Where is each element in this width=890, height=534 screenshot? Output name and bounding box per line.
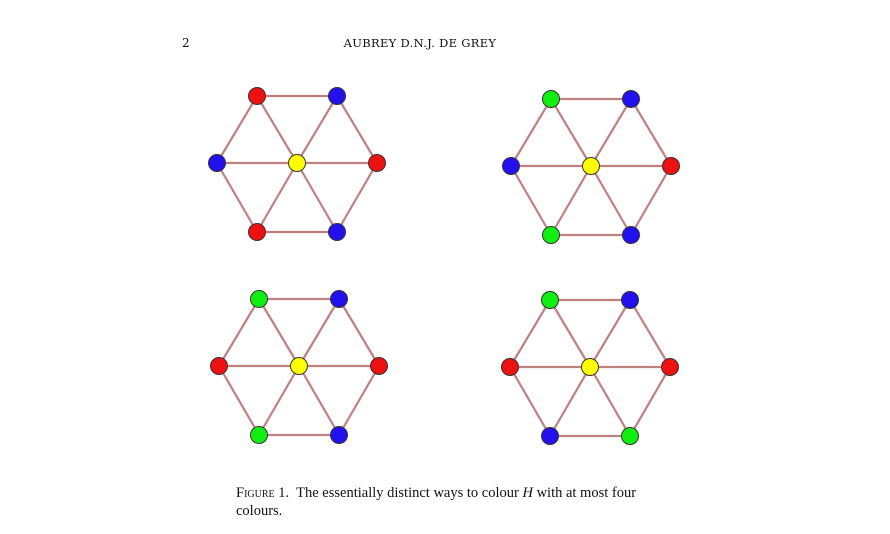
caption-text-1: The essentially distinct ways to colour <box>296 485 519 501</box>
graph-edge <box>589 299 631 368</box>
graph-edge <box>549 299 591 368</box>
graph-edge <box>298 365 340 436</box>
vertex-center-yellow <box>581 358 599 376</box>
vertex-tl-red <box>248 87 266 105</box>
graph-edge <box>338 298 380 367</box>
graph-edge <box>629 366 671 437</box>
graph-edge <box>298 298 340 367</box>
graph-edge <box>296 95 338 164</box>
vertex-tr-blue <box>621 291 639 309</box>
graph-edge <box>630 165 672 236</box>
vertex-l-red <box>501 358 519 376</box>
vertex-tr-blue <box>330 290 348 308</box>
graph-edge <box>510 98 552 167</box>
vertex-tr-blue <box>328 87 346 105</box>
vertex-br-green <box>621 427 639 445</box>
vertex-l-blue <box>502 157 520 175</box>
graph-edge <box>629 299 671 368</box>
graph-edge <box>218 365 260 436</box>
caption-label: Figure 1. <box>236 485 290 501</box>
graph-edge <box>509 366 551 437</box>
vertex-bl-blue <box>541 427 559 445</box>
page-number: 2 <box>182 36 190 50</box>
graph-edge <box>630 98 672 167</box>
figure-caption: Figure 1. The essentially distinct ways … <box>236 484 666 520</box>
vertex-br-blue <box>622 226 640 244</box>
graph-edge <box>590 165 632 236</box>
graph-3 <box>210 290 388 444</box>
graph-edge <box>589 366 631 437</box>
graph-edge <box>549 366 591 437</box>
caption-variable: H <box>522 485 533 501</box>
vertex-r-red <box>661 358 679 376</box>
vertex-r-red <box>370 357 388 375</box>
vertex-center-yellow <box>582 157 600 175</box>
graph-edge <box>296 162 338 233</box>
vertex-r-red <box>368 154 386 172</box>
vertex-bl-green <box>542 226 560 244</box>
graph-edge <box>510 165 552 236</box>
graph-edge <box>550 98 592 167</box>
graph-edge <box>218 298 260 367</box>
graph-edge <box>550 165 592 236</box>
vertex-bl-green <box>250 426 268 444</box>
graph-edge <box>338 365 380 436</box>
vertex-tr-blue <box>622 90 640 108</box>
vertex-tl-green <box>541 291 559 309</box>
graph-edge <box>216 95 258 164</box>
vertex-center-yellow <box>288 154 306 172</box>
graph-edge <box>258 298 300 367</box>
vertex-center-yellow <box>290 357 308 375</box>
graph-edge <box>590 98 632 167</box>
vertex-l-blue <box>208 154 226 172</box>
running-head: AUBREY D.N.J. DE GREY <box>343 36 497 50</box>
graph-edge <box>336 162 378 233</box>
graph-edge <box>256 162 298 233</box>
graph-edge <box>258 365 300 436</box>
vertex-br-blue <box>328 223 346 241</box>
graph-4 <box>501 291 679 445</box>
vertex-tl-green <box>250 290 268 308</box>
graph-edge <box>256 95 298 164</box>
graph-edge <box>509 299 551 368</box>
vertex-tl-green <box>542 90 560 108</box>
graph-2 <box>502 90 680 244</box>
graph-edge <box>216 162 258 233</box>
graph-edge <box>336 95 378 164</box>
vertex-br-blue <box>330 426 348 444</box>
vertex-r-red <box>662 157 680 175</box>
vertex-bl-red <box>248 223 266 241</box>
graph-1 <box>208 87 386 241</box>
caption-text-2: with at most four colours. <box>236 485 637 519</box>
vertex-l-red <box>210 357 228 375</box>
